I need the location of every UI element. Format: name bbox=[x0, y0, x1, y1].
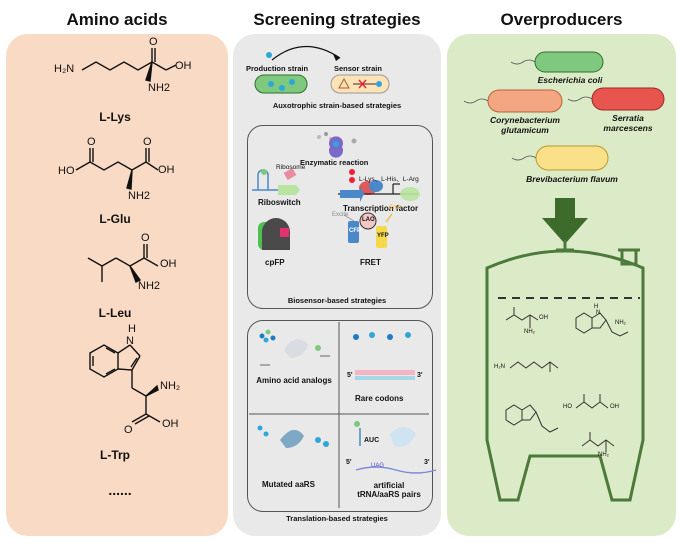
fermenter-h-1: H bbox=[594, 304, 599, 310]
ribosome-label: Ribosome bbox=[276, 164, 306, 171]
fermenter-h2n: H₂N bbox=[494, 364, 505, 370]
fermenter-oh-2: OH bbox=[610, 404, 619, 410]
fermenter-nh2-1: NH₂ bbox=[524, 329, 535, 335]
trp-h-atom: H bbox=[128, 323, 136, 335]
cpfp-label: cpFP bbox=[265, 258, 285, 267]
screening-strategies-panel bbox=[233, 34, 441, 536]
glu-o2-atom: O bbox=[143, 136, 152, 148]
mutated-aars-label: Mutated aaRS bbox=[262, 480, 315, 489]
translation-caption: Translation-based strategies bbox=[286, 514, 388, 523]
amino-acids-panel bbox=[6, 34, 228, 536]
fermenter-nh2-2: NH₂ bbox=[615, 320, 626, 326]
leu-label: L-Leu bbox=[98, 306, 132, 320]
yfp-label: YFP bbox=[377, 233, 389, 239]
lys-label: L-Lys bbox=[99, 110, 131, 124]
lao-label: LAO bbox=[362, 217, 375, 223]
glu-oh-atom: OH bbox=[158, 164, 175, 176]
screening-strategies-title: Screening strategies bbox=[253, 10, 421, 29]
glu-nh2-atom: NH2 bbox=[128, 190, 151, 202]
uag-label: UAG bbox=[371, 463, 385, 469]
leu-oh-atom: OH bbox=[160, 258, 177, 270]
biosensor-caption: Biosensor-based strategies bbox=[287, 296, 387, 305]
fermenter-ho: HO bbox=[563, 404, 572, 410]
strain-escherichia-coli: Escherichia coli bbox=[537, 75, 603, 85]
sensor-strain-label: Sensor strain bbox=[334, 64, 382, 73]
emit-label: Emit bbox=[389, 205, 401, 211]
glu-ho-atom: HO bbox=[58, 165, 75, 177]
production-strain-label: Production strain bbox=[246, 64, 309, 73]
fret-label: FRET bbox=[360, 258, 381, 267]
amino-acid-analogs-label: Amino acid analogs bbox=[256, 376, 332, 385]
artificial-3prime: 3' bbox=[424, 459, 430, 466]
glu-structure bbox=[75, 148, 159, 190]
trp-structure bbox=[89, 344, 161, 425]
artificial-5prime: 5' bbox=[346, 459, 352, 466]
translation-box bbox=[247, 320, 433, 512]
transcription-factor-label: Transcription factor bbox=[343, 204, 419, 213]
strain-corynebacterium-glutamicum: Corynebacterium glutamicum bbox=[490, 115, 560, 135]
trp-oh-atom: OH bbox=[162, 418, 179, 430]
rare-codons-5prime: 5' bbox=[347, 372, 353, 379]
overproducers-title: Overproducers bbox=[500, 10, 623, 29]
strain-serratia-marcescens: Serratia marcescens bbox=[603, 113, 653, 133]
lys-oh-atom: OH bbox=[175, 60, 192, 72]
trp-label: L-Trp bbox=[100, 448, 130, 462]
excite-label: Excite bbox=[332, 212, 349, 218]
trp-n-atom: N bbox=[126, 335, 134, 347]
auxotrophic-caption: Auxotrophic strain-based strategies bbox=[272, 101, 402, 110]
leu-o-atom: O bbox=[141, 232, 150, 244]
amino-acids-title: Amino acids bbox=[66, 10, 168, 29]
leu-structure bbox=[87, 244, 159, 283]
leu-nh2-atom: NH2 bbox=[138, 280, 161, 292]
biosensor-box bbox=[247, 125, 433, 309]
cfp-label: CFP bbox=[349, 228, 361, 234]
lys-h2n-atom: H₂N bbox=[54, 63, 75, 75]
trp-o-atom: O bbox=[124, 424, 133, 436]
trp-nh2-atom: NH₂ bbox=[160, 380, 181, 392]
overproducers-panel bbox=[447, 34, 676, 536]
glu-o1-atom: O bbox=[87, 136, 96, 148]
more-amino-acids-ellipsis: ...... bbox=[108, 482, 132, 498]
enzymatic-reaction-label: Enzymatic reaction bbox=[300, 158, 369, 167]
riboswitch-label: Riboswitch bbox=[258, 198, 301, 207]
glu-label: L-Glu bbox=[99, 212, 131, 226]
rare-codons-label: Rare codons bbox=[355, 394, 404, 403]
lys-o-atom: O bbox=[149, 36, 158, 48]
artificial-pairs-label: artificial tRNA/aaRS pairs bbox=[357, 481, 421, 499]
lys-structure bbox=[81, 48, 177, 82]
rare-codons-3prime: 3' bbox=[417, 372, 423, 379]
tf-ligands-label: L-Lys、L-His、L-Arg bbox=[359, 176, 419, 183]
fermenter-nh2-3: NH₂ bbox=[598, 452, 609, 458]
lys-nh2-atom: NH2 bbox=[148, 82, 171, 94]
fermenter-oh-1: OH bbox=[539, 315, 548, 321]
strain-brevibacterium-flavum: Brevibacterium flavum bbox=[526, 174, 618, 184]
auc-label: AUC bbox=[364, 437, 380, 444]
fermenter-n-1: N bbox=[596, 310, 601, 316]
